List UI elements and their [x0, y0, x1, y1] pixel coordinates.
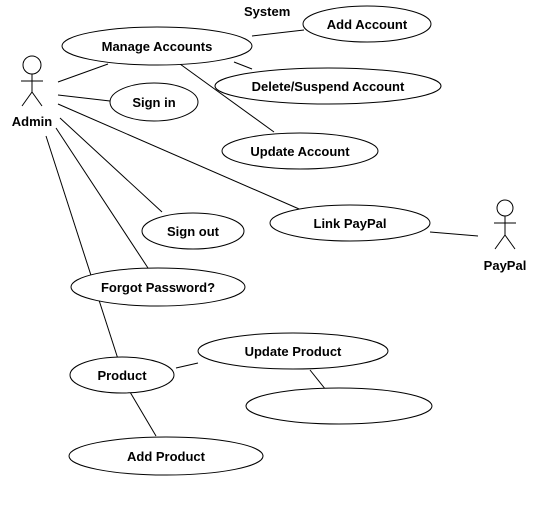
use-case-update-account: Update Account — [221, 132, 379, 170]
use-case-manage-accounts: Manage Accounts — [61, 26, 253, 66]
use-case-delete-suspend-account: Delete/Suspend Account — [214, 67, 442, 105]
admin-label: Admin — [12, 114, 53, 129]
assoc-admin-product — [45, 135, 119, 360]
paypal-head — [496, 199, 514, 217]
delete-suspend-account-label: Delete/Suspend Account — [252, 79, 405, 94]
add-product-label: Add Product — [127, 449, 206, 464]
use-case-add-account: Add Account — [302, 5, 432, 43]
use-case-link-paypal: Link PayPal — [269, 204, 431, 242]
forgot-password-label: Forgot Password? — [101, 280, 215, 295]
use-case-sign-in: Sign in — [109, 82, 199, 122]
assoc-admin-sign-in — [57, 94, 111, 102]
product-label: Product — [97, 368, 147, 383]
admin-head — [22, 55, 42, 75]
system-label: System — [244, 4, 290, 19]
add-account-label: Add Account — [327, 17, 408, 32]
assoc-manage-update-account — [179, 63, 275, 133]
use-case-unnamed — [245, 387, 433, 425]
admin-actor: Admin — [12, 55, 53, 129]
assoc-admin-sign-out — [59, 117, 163, 213]
associations — [45, 29, 479, 437]
assoc-product-add-product — [129, 391, 157, 437]
assoc-link-paypal-actor — [429, 231, 479, 237]
assoc-product-update-product — [175, 362, 199, 369]
link-paypal-label: Link PayPal — [314, 216, 387, 231]
update-account-label: Update Account — [250, 144, 350, 159]
sign-out-label: Sign out — [167, 224, 220, 239]
use-case-forgot-password: Forgot Password? — [70, 267, 246, 307]
paypal-label: PayPal — [484, 258, 527, 273]
update-product-label: Update Product — [245, 344, 342, 359]
use-case-sign-out: Sign out — [141, 212, 245, 250]
assoc-update-product-unnamed — [309, 369, 327, 391]
assoc-admin-forgot-password — [55, 127, 149, 269]
assoc-manage-delete-suspend — [233, 61, 253, 70]
use-case-product: Product — [69, 356, 175, 394]
sign-in-label: Sign in — [132, 95, 175, 110]
paypal-actor: PayPal — [484, 199, 527, 273]
use-case-add-product: Add Product — [68, 436, 264, 476]
manage-accounts-label: Manage Accounts — [102, 39, 213, 54]
assoc-admin-link-paypal — [57, 103, 307, 213]
assoc-admin-manage-accounts — [57, 63, 109, 83]
use-case-update-product: Update Product — [197, 332, 389, 370]
assoc-manage-add-account — [251, 29, 305, 37]
